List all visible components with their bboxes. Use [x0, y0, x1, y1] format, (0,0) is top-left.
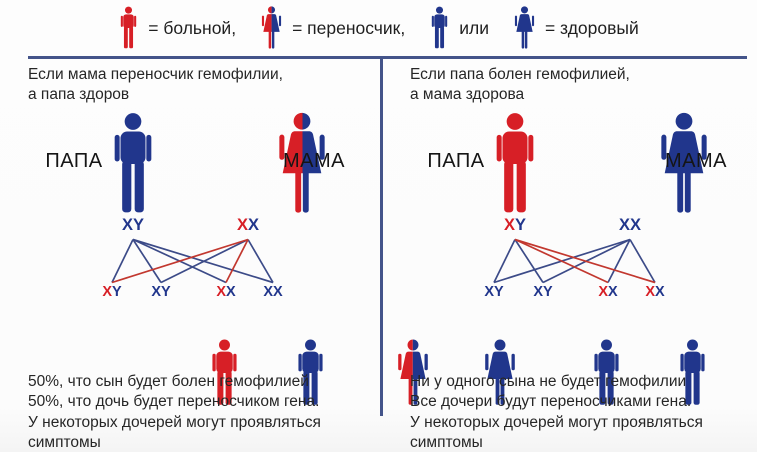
panel-father-sick: Если папа болен гемофилией, а мама здоро… [382, 58, 757, 452]
legend-bar: = больной, = переносчик, или = здоровый [0, 0, 757, 56]
panel-header-line: Если папа болен гемофилией, [410, 66, 630, 83]
result-line: У некоторых дочерей могут проявляться [28, 413, 321, 431]
father-karyotype: XY [503, 216, 527, 234]
result-line: 50%, что сын будет болен гемофилией [28, 373, 309, 390]
inheritance-lines [493, 238, 656, 284]
father-figure-icon [490, 112, 540, 216]
legend-item-healthy-man: или [429, 6, 489, 50]
child-karyotype: XX [645, 284, 665, 300]
father-label: ПАПА [45, 150, 103, 172]
child-karyotype: XY [484, 284, 504, 300]
horizontal-divider [28, 56, 747, 59]
child-karyotype: XX [598, 284, 618, 300]
father-label: ПАПА [427, 150, 485, 172]
legend-label: = здоровый [544, 17, 639, 38]
result-line: симптомы [28, 434, 101, 452]
child-karyotype: XX [263, 284, 283, 300]
child-karyotype: XX [216, 284, 236, 300]
result-line: 50%, что дочь будет переносчиком гена. [28, 393, 320, 411]
legend-label: = больной, [148, 17, 237, 38]
panel-header-line: а папа здоров [28, 86, 130, 104]
panel-header: Если мама переносчик гемофилии, а папа з… [28, 65, 283, 105]
panel-header-line: а мама здорова [410, 86, 525, 104]
child-karyotype: XY [102, 284, 122, 300]
child-karyotype: XY [151, 284, 171, 300]
panel-header: Если папа болен гемофилией, а мама здоро… [410, 65, 630, 105]
legend-label: или [459, 17, 489, 38]
result-line: У некоторых дочерей могут проявляться [410, 413, 703, 431]
sick-man-icon [118, 6, 139, 50]
legend-label: = переносчик, [292, 17, 406, 38]
father-karyotype: XY [121, 216, 145, 234]
mother-label: МАМА [283, 150, 345, 172]
father-figure-icon [108, 112, 158, 216]
result-text: 50%, что сын будет болен гемофилией 50%,… [28, 372, 321, 452]
result-line: симптомы [410, 434, 483, 452]
legend-item-sick: = больной, [118, 6, 236, 50]
healthy-woman-icon [513, 6, 536, 50]
vertical-divider [380, 56, 383, 416]
legend-item-healthy-woman: = здоровый [513, 6, 639, 50]
healthy-man-icon [429, 6, 450, 50]
panel-header-line: Если мама переносчик гемофилии, [28, 66, 283, 83]
mother-label: МАМА [665, 150, 727, 172]
inheritance-lines [111, 238, 274, 284]
carrier-woman-icon [260, 6, 283, 50]
legend-item-carrier: = переносчик, [260, 6, 405, 50]
result-line: Ни у одного сына не будет гемофилии [410, 373, 687, 390]
mother-karyotype: XX [236, 216, 260, 234]
result-text: Ни у одного сына не будет гемофилии Все … [410, 372, 703, 452]
result-line: Все дочери будут переносчиками гена. [410, 393, 692, 411]
child-karyotype: XY [533, 284, 553, 300]
panel-mother-carrier: Если мама переносчик гемофилии, а папа з… [0, 58, 375, 452]
mother-karyotype: XX [618, 216, 642, 234]
